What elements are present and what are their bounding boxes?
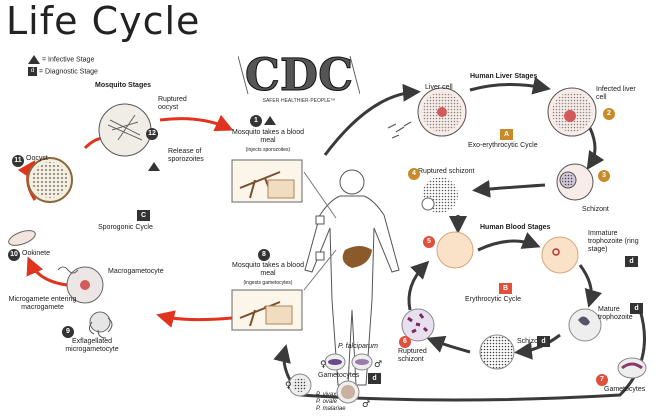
arrow-meal-to-macrogametocyte [162, 316, 232, 320]
step-badge: 3 [598, 170, 610, 182]
ruptured-schizont-label: Ruptured schizont [418, 168, 474, 176]
meal-8-sub-label: (ingests gametocytes) [230, 279, 306, 287]
liver-cell-label: Liver cell [425, 84, 453, 92]
microgamete-entering-label: Microgamete entering macrogamete [5, 296, 80, 312]
step-badge: 5 [423, 236, 435, 248]
blood-schizont [480, 335, 514, 369]
ruptured-liver-schizont [422, 177, 458, 213]
human-figure [305, 170, 399, 385]
liver-cell [418, 88, 466, 136]
ring-stage-rbc [542, 237, 578, 273]
infected-liver-cell-label: Infected liver cell [596, 86, 640, 102]
oocyst-label: Oocyst [26, 155, 48, 163]
diagnostic-stage-icon: d [368, 373, 381, 384]
meal-box-8 [232, 290, 302, 330]
exflagellated-label: Exflagellated microgametocyte [52, 338, 132, 354]
step-badge: 2 [603, 108, 615, 120]
arrow-meal-to-liver [325, 92, 415, 155]
diagnostic-stage-icon: d [625, 256, 638, 267]
diagnostic-stage-icon: d [630, 303, 643, 314]
infected-liver-cell [548, 88, 596, 136]
step-badge: 7 [596, 374, 608, 386]
malariae-label: P. malariae [316, 405, 346, 413]
svg-text:♀: ♀ [285, 381, 292, 391]
step-badge: 10 [8, 249, 20, 261]
exflagellated-cell [90, 312, 110, 332]
arrow-ruptured-to-merozoite [409, 265, 425, 310]
arrow-blood-to-ring [478, 241, 535, 250]
mosquito-stages-header: Mosquito Stages [95, 82, 151, 90]
svg-text:♂: ♂ [374, 360, 382, 370]
gametocytes-left-label: Gametocytes [318, 372, 359, 380]
sporogonic-cycle-label: Sporogonic Cycle [98, 224, 153, 232]
ruptured-oocyst-label: Ruptured oocyst [158, 96, 206, 112]
arrow-infected-to-schizont [590, 128, 595, 165]
falciparum-label: P. falciparum [338, 343, 378, 351]
svg-text:♂: ♂ [362, 400, 370, 410]
macrogametocyte-label: Macrogametocyte [108, 268, 164, 276]
liver-schizont [557, 164, 593, 200]
blood-stages-header: Human Blood Stages [480, 224, 550, 232]
infective-stage-icon [148, 162, 160, 171]
arrow-schizont-to-ruptured [478, 185, 545, 190]
meal-1-label: Mosquito takes a blood meal [232, 129, 304, 145]
exo-erythrocytic-label: Exo-erythrocytic Cycle [468, 142, 538, 150]
step-badge: 8 [258, 249, 270, 261]
diagnostic-stage-icon: d [537, 336, 550, 347]
arrow-oocyst-to-meal [160, 119, 228, 128]
liver-schizont-label: Schizont [582, 206, 609, 214]
meal-8-label: Mosquito takes a blood meal [230, 262, 306, 278]
ookinete-label: Ookinete [22, 250, 50, 258]
step-badge: 6 [399, 336, 411, 348]
step-badge: 11 [12, 155, 24, 167]
arrow-liver-to-infected [470, 84, 545, 90]
cycle-letter-c: C [137, 210, 150, 221]
step-badge: 9 [62, 326, 74, 338]
gametocytes-label: Gametocytes [604, 386, 645, 394]
ookinete-cell [7, 228, 37, 249]
svg-text:♀: ♀ [320, 360, 327, 370]
release-sporozoites-label: Release of sporozoites [168, 148, 218, 164]
ruptured-blood-schizont-label: Ruptured schizont [398, 348, 442, 364]
merozoite-rbc [437, 232, 473, 268]
meal-1-sub-label: (injects sporozoites) [232, 146, 304, 154]
arrow-ring-to-mature [580, 265, 591, 302]
step-badge: 12 [146, 128, 158, 140]
step-badge: 1 [250, 115, 262, 127]
cycle-letter-b: B [499, 283, 512, 294]
infective-stage-icon [264, 116, 276, 125]
cycle-letter-a: A [500, 129, 513, 140]
meal-box-1 [232, 160, 302, 202]
erythrocytic-cycle-label: Erythrocytic Cycle [465, 296, 521, 304]
liver-stages-header: Human Liver Stages [470, 73, 537, 81]
step-badge: 4 [408, 168, 420, 180]
immature-trophozoite-label: Immature trophozoite (ring stage) [588, 230, 648, 254]
